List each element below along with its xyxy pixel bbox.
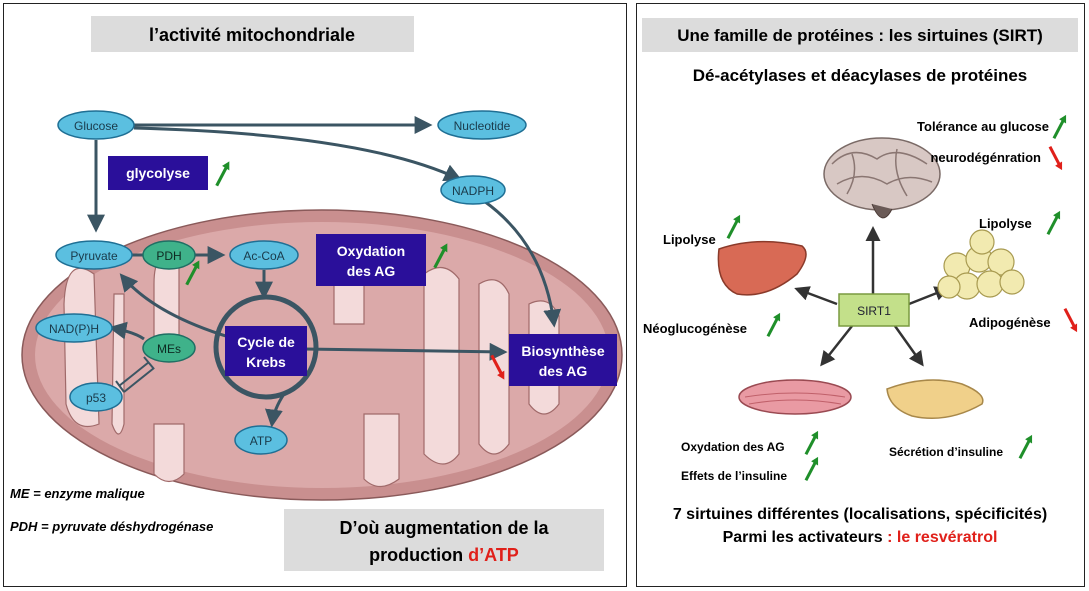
svg-text:SIRT1: SIRT1: [857, 304, 891, 318]
node-nadph: NADPH: [440, 175, 506, 205]
conclusion-bg: [284, 509, 604, 571]
up-arrow-icon: [215, 160, 231, 188]
liver-icon: [717, 240, 807, 296]
up-arrow-icon: [1018, 434, 1034, 460]
down-arrow-icon: [1063, 307, 1079, 333]
right-title: Une famille de protéines : les sirtuines…: [677, 26, 1043, 45]
up-arrow-icon: [1052, 114, 1068, 140]
svg-text:Biosynthèse: Biosynthèse: [521, 343, 604, 359]
svg-text:Krebs: Krebs: [246, 354, 286, 370]
node-atp: ATP: [234, 425, 288, 455]
node-pyruvate: Pyruvate: [55, 240, 133, 270]
left-panel: l’activité mitochondriale: [3, 3, 627, 587]
muscle-icon: [738, 379, 852, 415]
brain-icon: [823, 137, 941, 219]
label-effets-insuline: Effets de l’insuline: [681, 469, 787, 483]
svg-text:des AG: des AG: [347, 263, 396, 279]
label-adipogenese: Adipogénèse: [969, 315, 1051, 330]
node-nucleotide: Nucleotide: [437, 110, 527, 140]
svg-text:Oxydation: Oxydation: [337, 243, 405, 259]
label-lipolyse-left: Lipolyse: [663, 232, 716, 247]
box-biosynthese: Biosynthèse des AG: [509, 334, 617, 386]
pathway-arrows: [87, 116, 562, 428]
svg-text:Pyruvate: Pyruvate: [70, 249, 118, 263]
node-nadph-2: NAD(P)H: [35, 313, 113, 343]
svg-text:Ac-CoA: Ac-CoA: [243, 249, 284, 263]
node-pdh: PDH: [142, 240, 196, 270]
sirtuins-diagram: Une famille de protéines : les sirtuines…: [642, 18, 1079, 546]
svg-text:p53: p53: [86, 391, 106, 405]
svg-text:ATP: ATP: [250, 434, 272, 448]
box-glycolyse: glycolyse: [108, 156, 208, 190]
conclusion-line1: D’où augmentation de la: [339, 518, 549, 538]
up-arrow-icon: [804, 456, 820, 482]
footer-line1: 7 sirtuines différentes (localisations, …: [673, 506, 1047, 523]
node-mes: MEs: [142, 333, 196, 363]
svg-text:NAD(P)H: NAD(P)H: [49, 322, 99, 336]
svg-text:Nucleotide: Nucleotide: [454, 119, 511, 133]
label-neuro: neurodégénration: [930, 150, 1041, 165]
svg-text:NADPH: NADPH: [452, 184, 494, 198]
node-acoa: Ac-CoA: [229, 240, 299, 270]
inhibition-lines: [115, 356, 155, 393]
node-glucose: Glucose: [57, 110, 135, 140]
up-arrow-icon: [726, 214, 742, 240]
pancreas-icon: [886, 379, 984, 419]
footer-line2: Parmi les activateurs : le resvératrol: [723, 529, 998, 546]
left-title: l’activité mitochondriale: [149, 25, 355, 45]
legend-pdh: PDH = pyruvate déshydrogénase: [10, 519, 213, 534]
svg-text:glycolyse: glycolyse: [126, 165, 190, 181]
left-title-bg: [91, 16, 414, 52]
box-oxydation: Oxydation des AG: [316, 234, 426, 286]
conclusion-line2: production d’ATP: [369, 545, 519, 565]
node-p53: p53: [69, 382, 123, 412]
right-panel: Une famille de protéines : les sirtuines…: [636, 3, 1085, 587]
svg-text:Glucose: Glucose: [74, 119, 118, 133]
down-arrow-icon: [1048, 145, 1064, 171]
right-title-bg: [642, 18, 1078, 52]
label-neoglucogenese: Néoglucogénèse: [643, 321, 747, 336]
svg-text:Cycle de: Cycle de: [237, 334, 295, 350]
box-krebs: Cycle de Krebs: [225, 326, 307, 376]
sirt1-arrows: [794, 226, 950, 367]
mitochondria-diagram: l’activité mitochondriale: [10, 16, 623, 571]
up-arrow-icon: [1046, 210, 1062, 236]
up-arrow-icon: [804, 430, 820, 456]
label-lipolyse-right: Lipolyse: [979, 216, 1032, 231]
svg-text:PDH: PDH: [156, 249, 181, 263]
svg-text:des AG: des AG: [539, 363, 588, 379]
label-tolerance: Tolérance au glucose: [917, 119, 1049, 134]
krebs-cycle-ring: [213, 294, 319, 400]
svg-text:MEs: MEs: [157, 342, 181, 356]
sirt1-box: SIRT1: [838, 293, 910, 327]
label-secretion-insuline: Sécrétion d’insuline: [889, 445, 1003, 459]
fat-cells-icon: [937, 229, 1025, 300]
label-oxydation-ag: Oxydation des AG: [681, 440, 785, 454]
right-subtitle: Dé-acétylases et déacylases de protéines: [693, 66, 1028, 85]
up-arrow-icon: [766, 312, 782, 338]
legend-me: ME = enzyme malique: [10, 486, 145, 501]
